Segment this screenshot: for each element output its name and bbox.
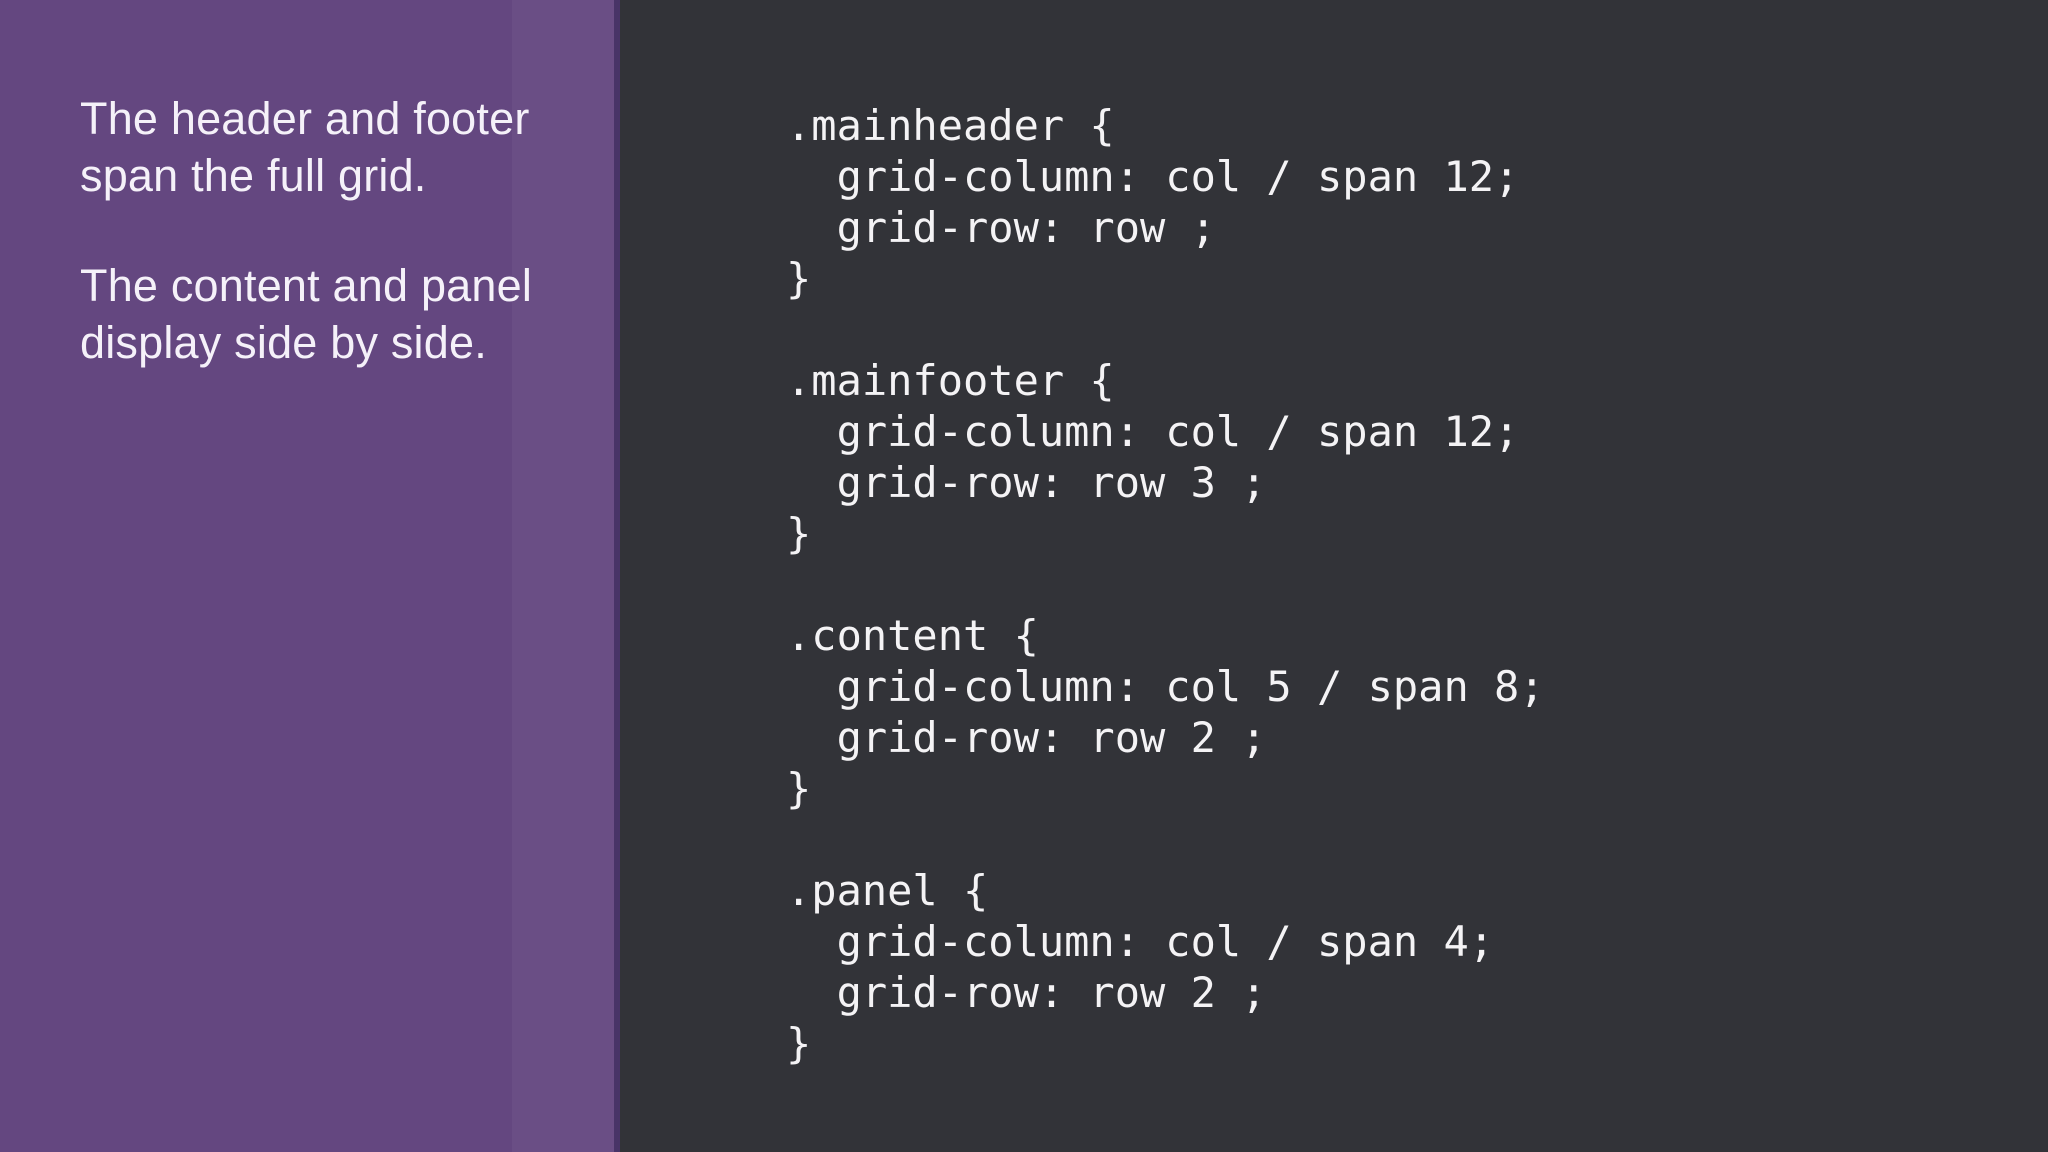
- code-block-panel: .panel { grid-column: col / span 4; grid…: [786, 866, 1495, 1068]
- intro-paragraph-content-panel: The content and panel display side by si…: [80, 260, 533, 368]
- intro-panel: The header and footer span the full grid…: [0, 0, 620, 1152]
- intro-paragraph-header-footer: The header and footer span the full grid…: [80, 93, 530, 201]
- code-panel: .mainheader { grid-column: col / span 12…: [620, 0, 2048, 1152]
- intro-text: The header and footer span the full grid…: [0, 0, 620, 371]
- code-block-content: .content { grid-column: col 5 / span 8; …: [786, 611, 1545, 813]
- code-block-mainheader: .mainheader { grid-column: col / span 12…: [786, 101, 1520, 303]
- code-block-mainfooter: .mainfooter { grid-column: col / span 12…: [786, 356, 1520, 558]
